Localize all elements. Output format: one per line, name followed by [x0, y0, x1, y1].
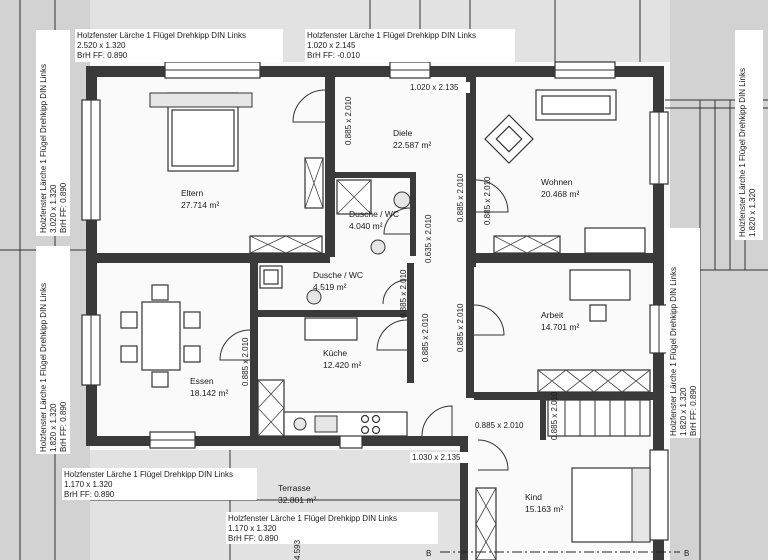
svg-text:Holzfenster Lärche 1 Flügel Dr: Holzfenster Lärche 1 Flügel Drehkipp DIN…: [77, 31, 246, 40]
svg-text:32.801 m²: 32.801 m²: [278, 495, 316, 505]
window-label-bottom-left: Holzfenster Lärche 1 Flügel Drehkipp DIN…: [62, 468, 257, 500]
room-label-essen: Essen 18.142 m²: [190, 376, 228, 398]
dim-eltern-door: 0.885 x 2.010: [344, 96, 353, 145]
desk: [569, 269, 631, 301]
dim-stair-door: 0.885 x 2.010: [550, 391, 559, 440]
svg-text:Holzfenster Lärche 1 Flügel Dr: Holzfenster Lärche 1 Flügel Drehkipp DIN…: [738, 68, 747, 237]
svg-text:1.020 x 2.145: 1.020 x 2.145: [307, 41, 356, 50]
room-label-arbeit: Arbeit 14.701 m²: [541, 310, 579, 332]
furniture: [120, 89, 651, 560]
svg-text:1.820 x 1.320: 1.820 x 1.320: [748, 188, 757, 237]
dim-wohnen-door: 0.885 x 2.010: [483, 176, 492, 225]
svg-text:Holzfenster Lärche 1 Flügel Dr: Holzfenster Lärche 1 Flügel Drehkipp DIN…: [669, 267, 678, 436]
window-label-top-left: Holzfenster Lärche 1 Flügel Drehkipp DIN…: [75, 29, 283, 62]
dim-hall-door: 0.885 x 2.010: [456, 173, 465, 222]
room-label-kueche: Küche 12.420 m²: [323, 348, 361, 370]
svg-text:18.142 m²: 18.142 m²: [190, 388, 228, 398]
svg-text:BrH FF: 0.890: BrH FF: 0.890: [59, 401, 68, 452]
svg-text:Dusche / WC: Dusche / WC: [313, 270, 363, 280]
window-label-left-lower: Holzfenster Lärche 1 Flügel Drehkipp DIN…: [36, 246, 70, 454]
dim-kueche-door: 0.885 x 2.010: [421, 313, 430, 362]
dim-top-door: 1.020 x 2.135: [410, 83, 459, 92]
dim-essen-door: 0.885 x 2.010: [241, 337, 250, 386]
svg-text:27.714 m²: 27.714 m²: [181, 200, 219, 210]
svg-text:12.420 m²: 12.420 m²: [323, 360, 361, 370]
dining-table: [141, 301, 181, 371]
svg-text:Holzfenster Lärche 1 Flügel Dr: Holzfenster Lärche 1 Flügel Drehkipp DIN…: [39, 283, 48, 452]
svg-text:BrH FF: 0.890: BrH FF: 0.890: [64, 490, 115, 499]
svg-text:Essen: Essen: [190, 376, 214, 386]
svg-text:Wohnen: Wohnen: [541, 177, 573, 187]
interior-walls: [97, 77, 653, 440]
svg-text:22.587 m²: 22.587 m²: [393, 140, 431, 150]
svg-text:BrH FF: 0.890: BrH FF: 0.890: [689, 385, 698, 436]
svg-text:1.820 x 1.320: 1.820 x 1.320: [679, 387, 688, 436]
svg-text:Holzfenster Lärche 1 Flügel Dr: Holzfenster Lärche 1 Flügel Drehkipp DIN…: [228, 514, 397, 523]
dim-kind-door: 0.885 x 2.010: [475, 421, 524, 430]
room-label-terrasse: Terrasse 32.801 m²: [278, 483, 316, 505]
svg-text:1.170 x 1.320: 1.170 x 1.320: [64, 480, 113, 489]
window-label-right-upper: Holzfenster Lärche 1 Flügel Drehkipp DIN…: [735, 30, 763, 240]
svg-text:Terrasse: Terrasse: [278, 483, 311, 493]
room-label-eltern: Eltern 27.714 m²: [181, 188, 219, 210]
dimension-labels: 1.020 x 2.135 0.885 x 2.010 0.885 x 2.01…: [241, 82, 559, 560]
room-label-dusche-wc-1: Dusche / WC 4.040 m²: [349, 209, 399, 231]
dim-wc2-door: 0.885 x 2.010: [399, 269, 408, 318]
svg-text:Holzfenster Lärche 1 Flügel Dr: Holzfenster Lärche 1 Flügel Drehkipp DIN…: [64, 470, 233, 479]
svg-text:Holzfenster Lärche 1 Flügel Dr: Holzfenster Lärche 1 Flügel Drehkipp DIN…: [39, 64, 48, 233]
svg-text:1.820 x 1.320: 1.820 x 1.320: [49, 403, 58, 452]
section-line-b: B B: [426, 549, 689, 558]
svg-text:Dusche / WC: Dusche / WC: [349, 209, 399, 219]
dim-4593: 4.593: [293, 539, 302, 560]
doors: [219, 89, 567, 471]
svg-text:Diele: Diele: [393, 128, 413, 138]
svg-text:BrH FF: 0.890: BrH FF: 0.890: [228, 534, 279, 543]
svg-text:4.519 m²: 4.519 m²: [313, 282, 347, 292]
svg-text:1.170 x 1.320: 1.170 x 1.320: [228, 524, 277, 533]
svg-text:BrH FF: -0.010: BrH FF: -0.010: [307, 51, 360, 60]
room-label-wohnen: Wohnen 20.468 m²: [541, 177, 579, 199]
window-label-left-upper: Holzfenster Lärche 1 Flügel Drehkipp DIN…: [36, 30, 70, 236]
svg-text:Kind: Kind: [525, 492, 542, 502]
svg-text:Eltern: Eltern: [181, 188, 203, 198]
window-label-top-center: Holzfenster Lärche 1 Flügel Drehkipp DIN…: [305, 29, 515, 62]
svg-text:Holzfenster Lärche 1 Flügel Dr: Holzfenster Lärche 1 Flügel Drehkipp DIN…: [307, 31, 476, 40]
svg-text:BrH FF: 0.890: BrH FF: 0.890: [59, 182, 68, 233]
section-b-left: B: [426, 549, 431, 558]
window-label-bottom-center: Holzfenster Lärche 1 Flügel Drehkipp DIN…: [226, 512, 438, 544]
svg-text:Arbeit: Arbeit: [541, 310, 564, 320]
svg-text:15.163 m²: 15.163 m²: [525, 504, 563, 514]
window-label-right-lower: Holzfenster Lärche 1 Flügel Drehkipp DIN…: [666, 228, 700, 438]
room-label-diele: Diele 22.587 m²: [393, 128, 431, 150]
svg-text:2.520 x 1.320: 2.520 x 1.320: [77, 41, 126, 50]
svg-text:14.701 m²: 14.701 m²: [541, 322, 579, 332]
window-right-kind: [649, 449, 669, 541]
dim-bottom-door: 1.030 x 2.135: [412, 453, 461, 462]
svg-text:20.468 m²: 20.468 m²: [541, 189, 579, 199]
room-label-kind: Kind 15.163 m²: [525, 492, 563, 514]
section-b-right: B: [684, 549, 689, 558]
svg-text:3.020 x 1.320: 3.020 x 1.320: [49, 184, 58, 233]
dim-dusche-door: 0.635 x 2.010: [424, 214, 433, 263]
svg-text:BrH FF: 0.890: BrH FF: 0.890: [77, 51, 128, 60]
room-label-dusche-wc-2: Dusche / WC 4.519 m²: [313, 270, 363, 292]
svg-text:Küche: Küche: [323, 348, 347, 358]
dim-arbeit-door: 0.885 x 2.010: [456, 303, 465, 352]
svg-text:4.040 m²: 4.040 m²: [349, 221, 383, 231]
